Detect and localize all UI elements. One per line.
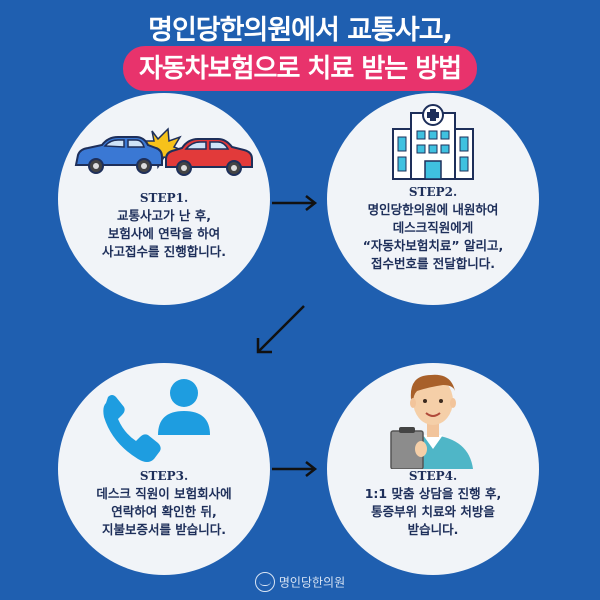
step4-text: STEP4. 1:1 맞춤 상담을 진행 후, 통증부위 치료와 처방을 받습니… xyxy=(327,467,539,539)
step2-text: STEP2. 명인당한의원에 내원하여 데스크직원에게 “자동차보험치료” 알리… xyxy=(327,183,539,273)
step1-label: STEP1. xyxy=(139,191,189,205)
step1-line: 사고접수를 진행합니다. xyxy=(101,244,227,259)
arrow-right-icon xyxy=(272,195,318,211)
footer: 명인당한의원 xyxy=(0,572,600,592)
step3-line: 연락하여 확인한 뒤, xyxy=(111,504,217,519)
step2-line: 접수번호를 전달합니다. xyxy=(370,256,496,271)
page-subtitle: 자동차보험으로 치료 받는 방법 xyxy=(122,46,478,91)
footer-brand: 명인당한의원 xyxy=(278,575,346,590)
step2-label: STEP2. xyxy=(408,185,458,199)
step2-line: 데스크직원에게 xyxy=(392,220,474,235)
arrow-down-left-icon xyxy=(256,305,305,354)
step4-line: 통증부위 치료와 처방을 xyxy=(371,504,495,519)
phone-person-icon xyxy=(103,379,210,462)
step4-line: 1:1 맞춤 상담을 진행 후, xyxy=(364,486,502,501)
page-title: 명인당한의원에서 교통사고, xyxy=(148,15,453,46)
hospital-building-icon xyxy=(392,104,474,180)
step3-text: STEP3. 데스크 직원이 보험회사에 연락하여 확인한 뒤, 지불보증서를 … xyxy=(58,467,270,539)
step1-line: 교통사고가 난 후, xyxy=(117,208,211,223)
arrow-right-icon xyxy=(272,461,318,477)
step2-line: 명인당한의원에 내원하여 xyxy=(367,202,499,217)
clinic-logo-icon xyxy=(254,572,275,592)
car-crash-icon xyxy=(74,127,253,176)
subtitle-banner: 자동차보험으로 치료 받는 방법 xyxy=(0,46,600,91)
step4-line: 받습니다. xyxy=(407,522,459,537)
step1-line: 보험사에 연락을 하여 xyxy=(107,226,221,241)
step2-line: “자동차보험치료” 알리고, xyxy=(362,238,504,253)
step3-label: STEP3. xyxy=(139,469,189,483)
step3-line: 지불보증서를 받습니다. xyxy=(101,522,227,537)
step2-card: STEP2. 명인당한의원에 내원하여 데스크직원에게 “자동차보험치료” 알리… xyxy=(327,93,539,305)
step1-card: STEP1. 교통사고가 난 후, 보험사에 연락을 하여 사고접수를 진행합니… xyxy=(58,93,270,305)
doctor-clipboard-icon xyxy=(390,374,473,469)
step3-card: STEP3. 데스크 직원이 보험회사에 연락하여 확인한 뒤, 지불보증서를 … xyxy=(58,363,270,575)
step4-label: STEP4. xyxy=(408,469,458,483)
step3-line: 데스크 직원이 보험회사에 xyxy=(96,486,232,501)
step1-text: STEP1. 교통사고가 난 후, 보험사에 연락을 하여 사고접수를 진행합니… xyxy=(58,189,270,261)
step4-card: STEP4. 1:1 맞춤 상담을 진행 후, 통증부위 치료와 처방을 받습니… xyxy=(327,363,539,575)
